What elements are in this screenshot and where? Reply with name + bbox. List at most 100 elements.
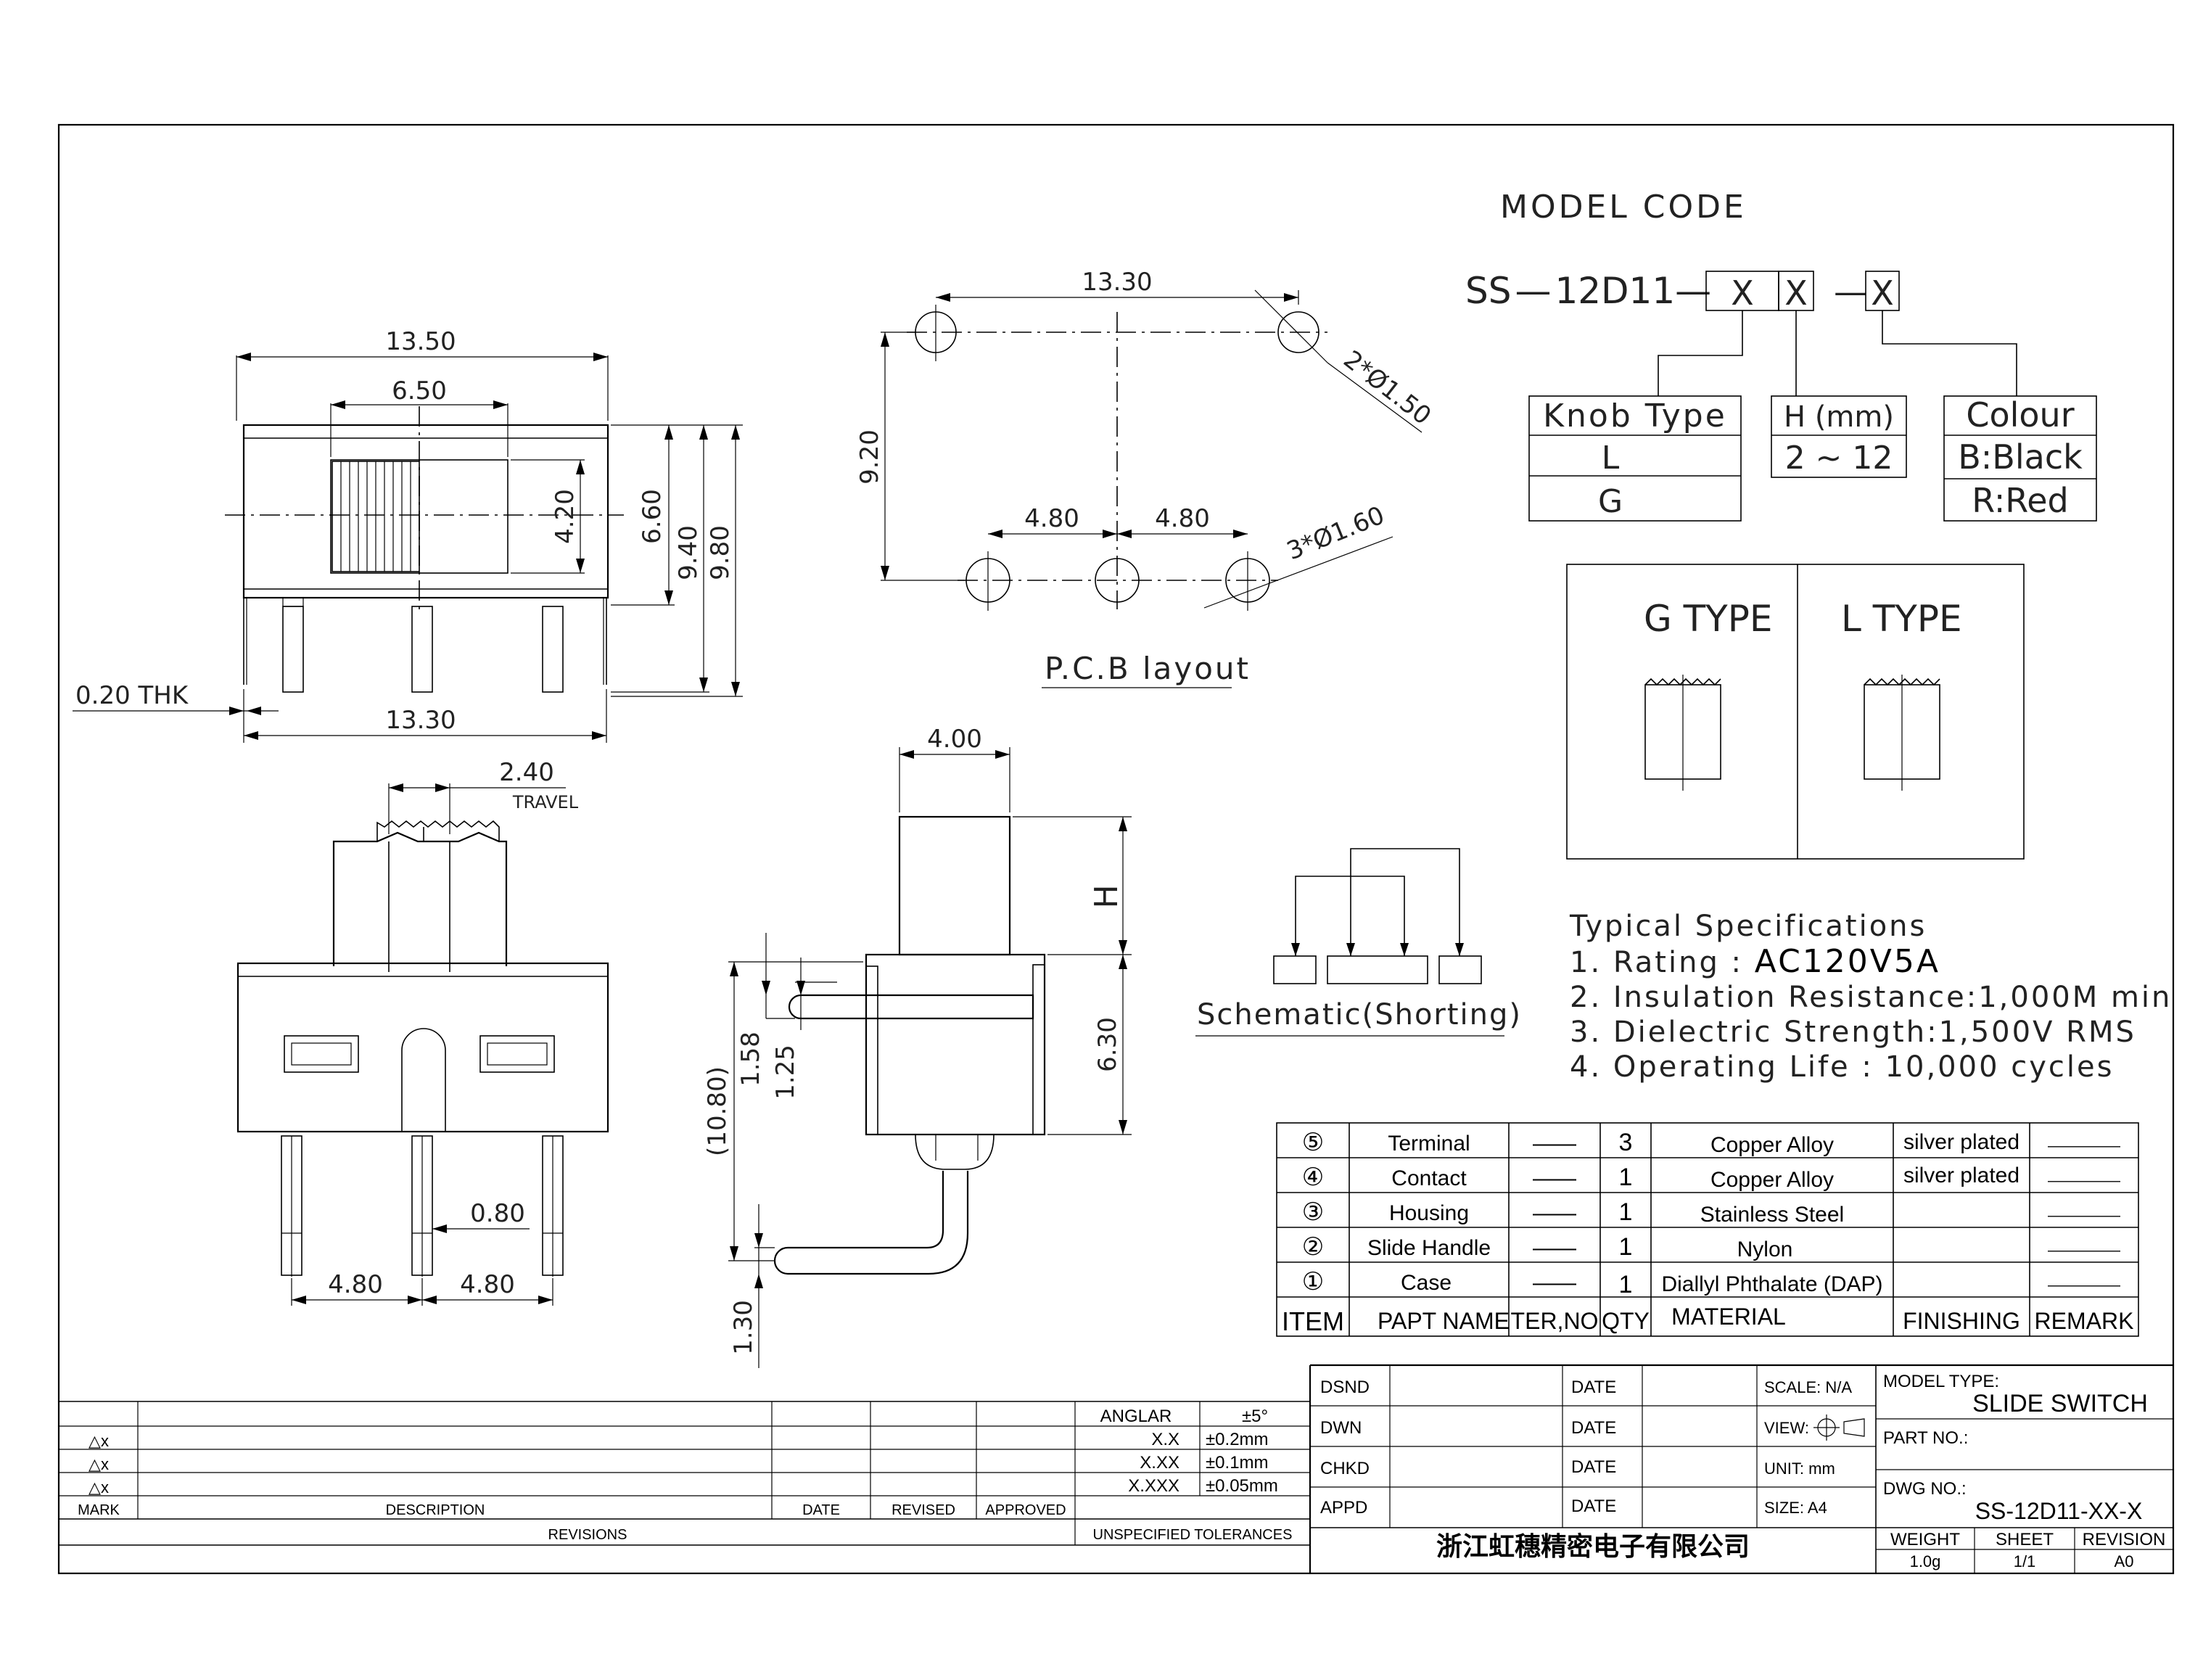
knob-type-l: L [1602,440,1620,477]
dim-4-20: 4.20 [551,489,580,544]
dim-pcb-13-30: 13.30 [1082,268,1152,297]
projection-icon [1813,1415,1865,1441]
dim-13-50: 13.50 [385,327,456,356]
top-view: 13.50 6.50 4.20 6.60 9.40 9.80 13.30 0.2… [73,327,743,743]
travel-label: TRAVEL [512,792,579,812]
dim-pcb-4-80-b: 4.80 [1155,504,1210,533]
model-code-box-3-text: X [1871,273,1894,313]
spec-4: 4. Operating Life : 10,000 cycles [1570,1050,2114,1084]
revision-header-mark: MARK [78,1502,120,1518]
svg-text:1: 1 [1619,1271,1633,1298]
svg-text:Contact: Contact [1391,1166,1467,1190]
colour-black: B:Black [1958,437,2083,477]
svg-text:⑤: ⑤ [1302,1129,1324,1156]
dim-pcb-9-20: 9.20 [855,429,884,485]
revision-value: A0 [2115,1552,2134,1570]
side-view-body [865,953,1046,1136]
role-dsnd: DSND [1320,1378,1370,1397]
svg-text:REMARK: REMARK [2035,1308,2134,1334]
schematic-contact-1 [1273,955,1317,984]
svg-text:QTY: QTY [1602,1308,1650,1334]
side-view: 4.00 H 6.30 (10.80) 1.58 1.25 1.30 [703,725,1132,1368]
dim-pcb-4-80-a: 4.80 [1024,504,1079,533]
tolerance-xxxx-label: X.XXX [1128,1476,1179,1496]
title-block: DSND DWN CHKD APPD DATE DATE DATE DATE S… [1309,1364,2173,1573]
view-label: VIEW: [1764,1419,1809,1437]
model-code-box-2-text: X [1784,273,1808,313]
dim-front-4-80-a: 4.80 [328,1270,383,1299]
scale-label: SCALE: N/A [1764,1378,1852,1396]
schematic-contact-3 [1438,955,1482,984]
dim-13-30-top: 13.30 [385,706,456,735]
tolerance-xxx-label: X.XX [1140,1453,1179,1473]
dim-9-40: 9.40 [674,525,703,580]
model-code-title: MODEL CODE [1500,189,1747,226]
date-label-1: DATE [1571,1378,1616,1397]
svg-text:1: 1 [1619,1164,1633,1191]
svg-text:③: ③ [1302,1198,1324,1226]
sheet-value: 1/1 [2014,1552,2036,1570]
model-code: MODEL CODE SS — 12D11— X X — X Knob Type… [1465,189,2097,522]
colour-table [1943,395,2097,522]
revision-mark-2: △x [88,1455,109,1473]
revision-block: △x △x △x MARK DESCRIPTION DATE REVISED A… [59,1401,1310,1546]
dim-4-00: 4.00 [927,725,982,754]
tolerance-angular-label: ANGLAR [1100,1407,1172,1426]
role-dwn: DWN [1320,1418,1362,1438]
g-type-label: G TYPE [1644,598,1772,640]
tolerance-xx-label: X.X [1151,1430,1179,1449]
revision-mark-3: △x [88,1478,109,1496]
l-type-knob [1864,675,1940,791]
side-view-lever [788,994,1034,1020]
dim-6-60: 6.60 [638,489,667,544]
dim-pcb-hole-3: 3*Ø1.60 [1282,501,1388,566]
model-type-value: SLIDE SWITCH [1972,1390,2148,1417]
knob-type-table [1528,395,1742,522]
svg-text:——: —— [1533,1166,1576,1190]
revision-header-description: DESCRIPTION [386,1502,485,1518]
pcb-layout-label: P.C.B layout [1045,651,1251,686]
height-range: 2 ~ 12 [1785,440,1893,477]
weight-value: 1.0g [1910,1552,1941,1570]
role-chkd: CHKD [1320,1459,1370,1478]
pcb-layout: 13.30 9.20 4.80 4.80 2*Ø1.50 3*Ø1.60 P.C… [855,268,1436,688]
svg-text:Stainless Steel: Stainless Steel [1700,1203,1844,1227]
spec-3: 3. Dielectric Strength:1,500V RMS [1570,1016,2136,1049]
schematic: Schematic(Shorting) [1195,848,1522,1037]
dim-2-40: 2.40 [499,758,554,787]
bom-row-2: ② Slide Handle —— 1 Nylon ————— [1302,1233,2120,1261]
svg-text:ITEM: ITEM [1282,1306,1344,1336]
height-header: H (mm) [1784,400,1894,434]
colour-red: R:Red [1972,481,2068,520]
schematic-label: Schematic(Shorting) [1197,998,1522,1032]
svg-text:silver plated: silver plated [1903,1164,2019,1187]
svg-text:3: 3 [1619,1129,1633,1156]
leader-colour [1882,310,2017,396]
unit-label: UNIT: mm [1764,1459,1835,1478]
g-type-knob [1644,675,1721,791]
dim-9-80: 9.80 [706,525,735,580]
svg-text:Copper Alloy: Copper Alloy [1710,1168,1834,1192]
date-label-3: DATE [1571,1457,1616,1477]
sheet-label: SHEET [1996,1530,2054,1549]
revisions-footer: REVISIONS [548,1527,627,1543]
svg-text:silver plated: silver plated [1903,1130,2019,1154]
svg-text:1: 1 [1619,1198,1633,1226]
knob-type-header: Knob Type [1543,398,1727,435]
date-label-4: DATE [1571,1496,1616,1516]
dim-6-50: 6.50 [392,376,447,405]
date-label-2: DATE [1571,1418,1616,1438]
revision-label: REVISION [2083,1530,2166,1549]
side-view-terminal [773,1171,969,1275]
role-appd: APPD [1320,1498,1367,1518]
svg-text:——: —— [1533,1271,1576,1295]
revision-header-date: DATE [802,1502,840,1518]
dim-front-4-80-b: 4.80 [460,1270,515,1299]
svg-text:—————: ————— [2048,1277,2120,1293]
svg-text:Case: Case [1401,1271,1452,1295]
tolerances-footer: UNSPECIFIED TOLERANCES [1093,1527,1293,1543]
svg-text:TER,NO: TER,NO [1511,1308,1599,1334]
size-label: SIZE: A4 [1764,1499,1827,1517]
svg-text:——: —— [1533,1201,1576,1225]
